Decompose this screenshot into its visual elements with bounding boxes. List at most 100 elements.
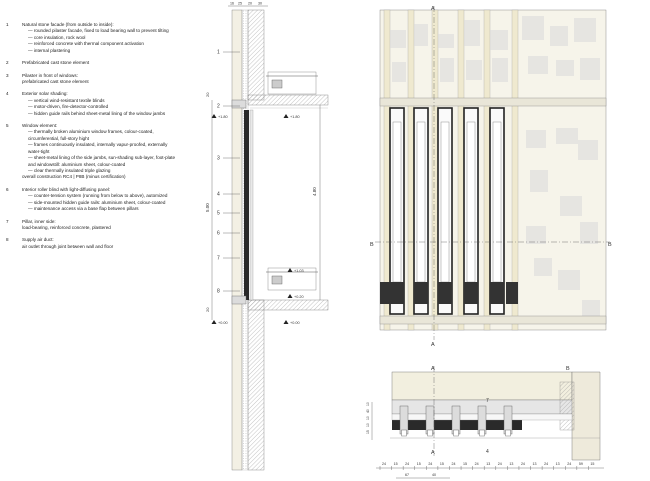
dim-4-80: 4.80 bbox=[312, 187, 317, 196]
plan-pillar bbox=[425, 405, 435, 435]
legend-title: Supply air duct: bbox=[22, 237, 54, 243]
plan-dim-bottom: 24 bbox=[567, 462, 571, 466]
section-callout-3: 3 bbox=[217, 156, 220, 162]
legend-line: — maintenance access via a base flap bet… bbox=[28, 206, 139, 212]
window-glass bbox=[440, 121, 450, 283]
window-base-panel bbox=[380, 282, 390, 304]
plan-cut-b: B bbox=[566, 366, 570, 372]
legend-line: — frames continuously insulated, interna… bbox=[28, 142, 168, 154]
plan-dim-bottom: 24 bbox=[498, 462, 502, 466]
stone-tile bbox=[556, 60, 574, 76]
plan-pillar bbox=[451, 405, 461, 435]
plan-dim-left: 15 bbox=[366, 430, 370, 434]
plan-dim-bottom: 24 bbox=[382, 462, 386, 466]
window-base-panel bbox=[414, 282, 428, 304]
legend-line: — rounded pilaster facade, fixed to load… bbox=[28, 28, 169, 34]
legend-title: Pilaster in front of windows: bbox=[22, 72, 78, 78]
legend-line: load-bearing, reinforced concrete, plast… bbox=[22, 224, 111, 230]
legend-number: 2 bbox=[6, 60, 9, 66]
plan-dim-bottom: 13 bbox=[533, 462, 537, 466]
plan-pillar-foot bbox=[479, 429, 485, 437]
plan-cut-a-bottom: A bbox=[431, 450, 435, 456]
window-base-panel bbox=[506, 282, 518, 304]
stone-tile bbox=[526, 226, 546, 244]
level-marker bbox=[283, 320, 289, 324]
section-callout-2: 2 bbox=[217, 104, 220, 110]
section-callout-8: 8 bbox=[217, 289, 220, 295]
legend-line: — sheet-metal lining of the side jambs, … bbox=[28, 155, 176, 167]
legend-line: prefabricated cast stone element bbox=[22, 78, 89, 84]
level-marker bbox=[211, 320, 217, 324]
stone-tile bbox=[528, 56, 548, 74]
stone-tile bbox=[574, 18, 596, 42]
stone-tile bbox=[550, 26, 568, 46]
stone-tile bbox=[580, 58, 600, 80]
legend-line: — vertical wind-resistant textile blinds bbox=[28, 97, 105, 103]
stone-tile bbox=[522, 16, 544, 40]
plan-dim-bottom: 15 bbox=[463, 462, 467, 466]
legend-line: overall construction RC4 | P8B (minus ce… bbox=[22, 174, 126, 180]
window-glass bbox=[392, 121, 402, 283]
stone-tile bbox=[492, 58, 508, 82]
plan-pillar-foot bbox=[401, 429, 407, 437]
legend-title: Window element: bbox=[22, 123, 58, 129]
plan-pillar-foot bbox=[505, 429, 511, 437]
legend-item-5: 5 Window element:— thermally broken alumi… bbox=[6, 123, 178, 181]
stone-tile bbox=[558, 270, 580, 290]
level-label: +0.00 bbox=[218, 321, 228, 325]
plan-cut-a-top: A bbox=[431, 366, 435, 372]
plan-dim-bottom: 13 bbox=[509, 462, 513, 466]
legend-item-6: 6 Interior roller blind with light-diffus… bbox=[6, 187, 178, 213]
stone-tile bbox=[582, 300, 600, 320]
plan-dim-bottom: 24 bbox=[544, 462, 548, 466]
plan-dim-bottom: 24 bbox=[405, 462, 409, 466]
legend-line: — thermally broken aluminium window fram… bbox=[28, 129, 154, 141]
legend-item-2: 2 Prefabricated cast stone element bbox=[6, 60, 178, 66]
level-marker bbox=[287, 268, 293, 272]
stone-tile bbox=[526, 130, 546, 148]
legend-title: Exterior solar shading: bbox=[22, 91, 68, 97]
plan-dim-bottom: 13 bbox=[556, 462, 560, 466]
stone-tile bbox=[440, 58, 454, 82]
stone-tile bbox=[466, 60, 482, 80]
section-callout-6: 6 bbox=[217, 231, 220, 237]
level-label: +0.20 bbox=[294, 295, 304, 299]
legend-item-8: 8 Supply air duct:air outlet through join… bbox=[6, 237, 178, 250]
legend-number: 1 bbox=[6, 22, 9, 27]
legend-line: air outlet through joint between wall an… bbox=[22, 243, 114, 249]
window-base-panel bbox=[464, 282, 478, 304]
cut-label-b-left: B bbox=[370, 242, 374, 248]
plan-dim-left: 10 bbox=[366, 416, 370, 420]
legend-number: 8 bbox=[6, 237, 9, 243]
section-callout-4: 4 bbox=[217, 192, 220, 198]
stone-tile bbox=[390, 30, 406, 48]
legend-number: 6 bbox=[6, 186, 9, 192]
plan-dim-bottom: 24 bbox=[451, 462, 455, 466]
plan-dim-left: 40 bbox=[366, 409, 370, 413]
plan-callout-4: 4 bbox=[486, 449, 489, 455]
section-dim-top: 30 bbox=[258, 2, 262, 6]
level-label: +1.80 bbox=[290, 115, 300, 119]
legend-number: 5 bbox=[6, 123, 9, 129]
legend-title: Prefabricated cast stone element bbox=[22, 60, 90, 66]
cut-label-b-right: B bbox=[608, 242, 612, 248]
elevation-view: A A B B bbox=[370, 6, 612, 348]
pilaster bbox=[483, 9, 491, 331]
section-dim-top: 25 bbox=[238, 2, 242, 6]
legend-line: — internal plastering bbox=[28, 47, 71, 53]
plan-dim-bottom: 24 bbox=[521, 462, 525, 466]
legend-line: — hidden guide rails behind sheet-metal … bbox=[28, 110, 166, 116]
dim-20-b: 20 bbox=[205, 307, 210, 312]
plan-dim-bottom-2: 40 bbox=[432, 473, 436, 477]
stone-tile bbox=[580, 222, 598, 244]
window-base-panel bbox=[390, 282, 404, 304]
legend-title: Interior roller blind with light-diffusi… bbox=[22, 186, 111, 192]
plan-dim-bottom: 24 bbox=[475, 462, 479, 466]
legend-line: — counter-tension system (running from b… bbox=[28, 193, 168, 199]
dim-5-00: 5.00 bbox=[205, 203, 210, 212]
